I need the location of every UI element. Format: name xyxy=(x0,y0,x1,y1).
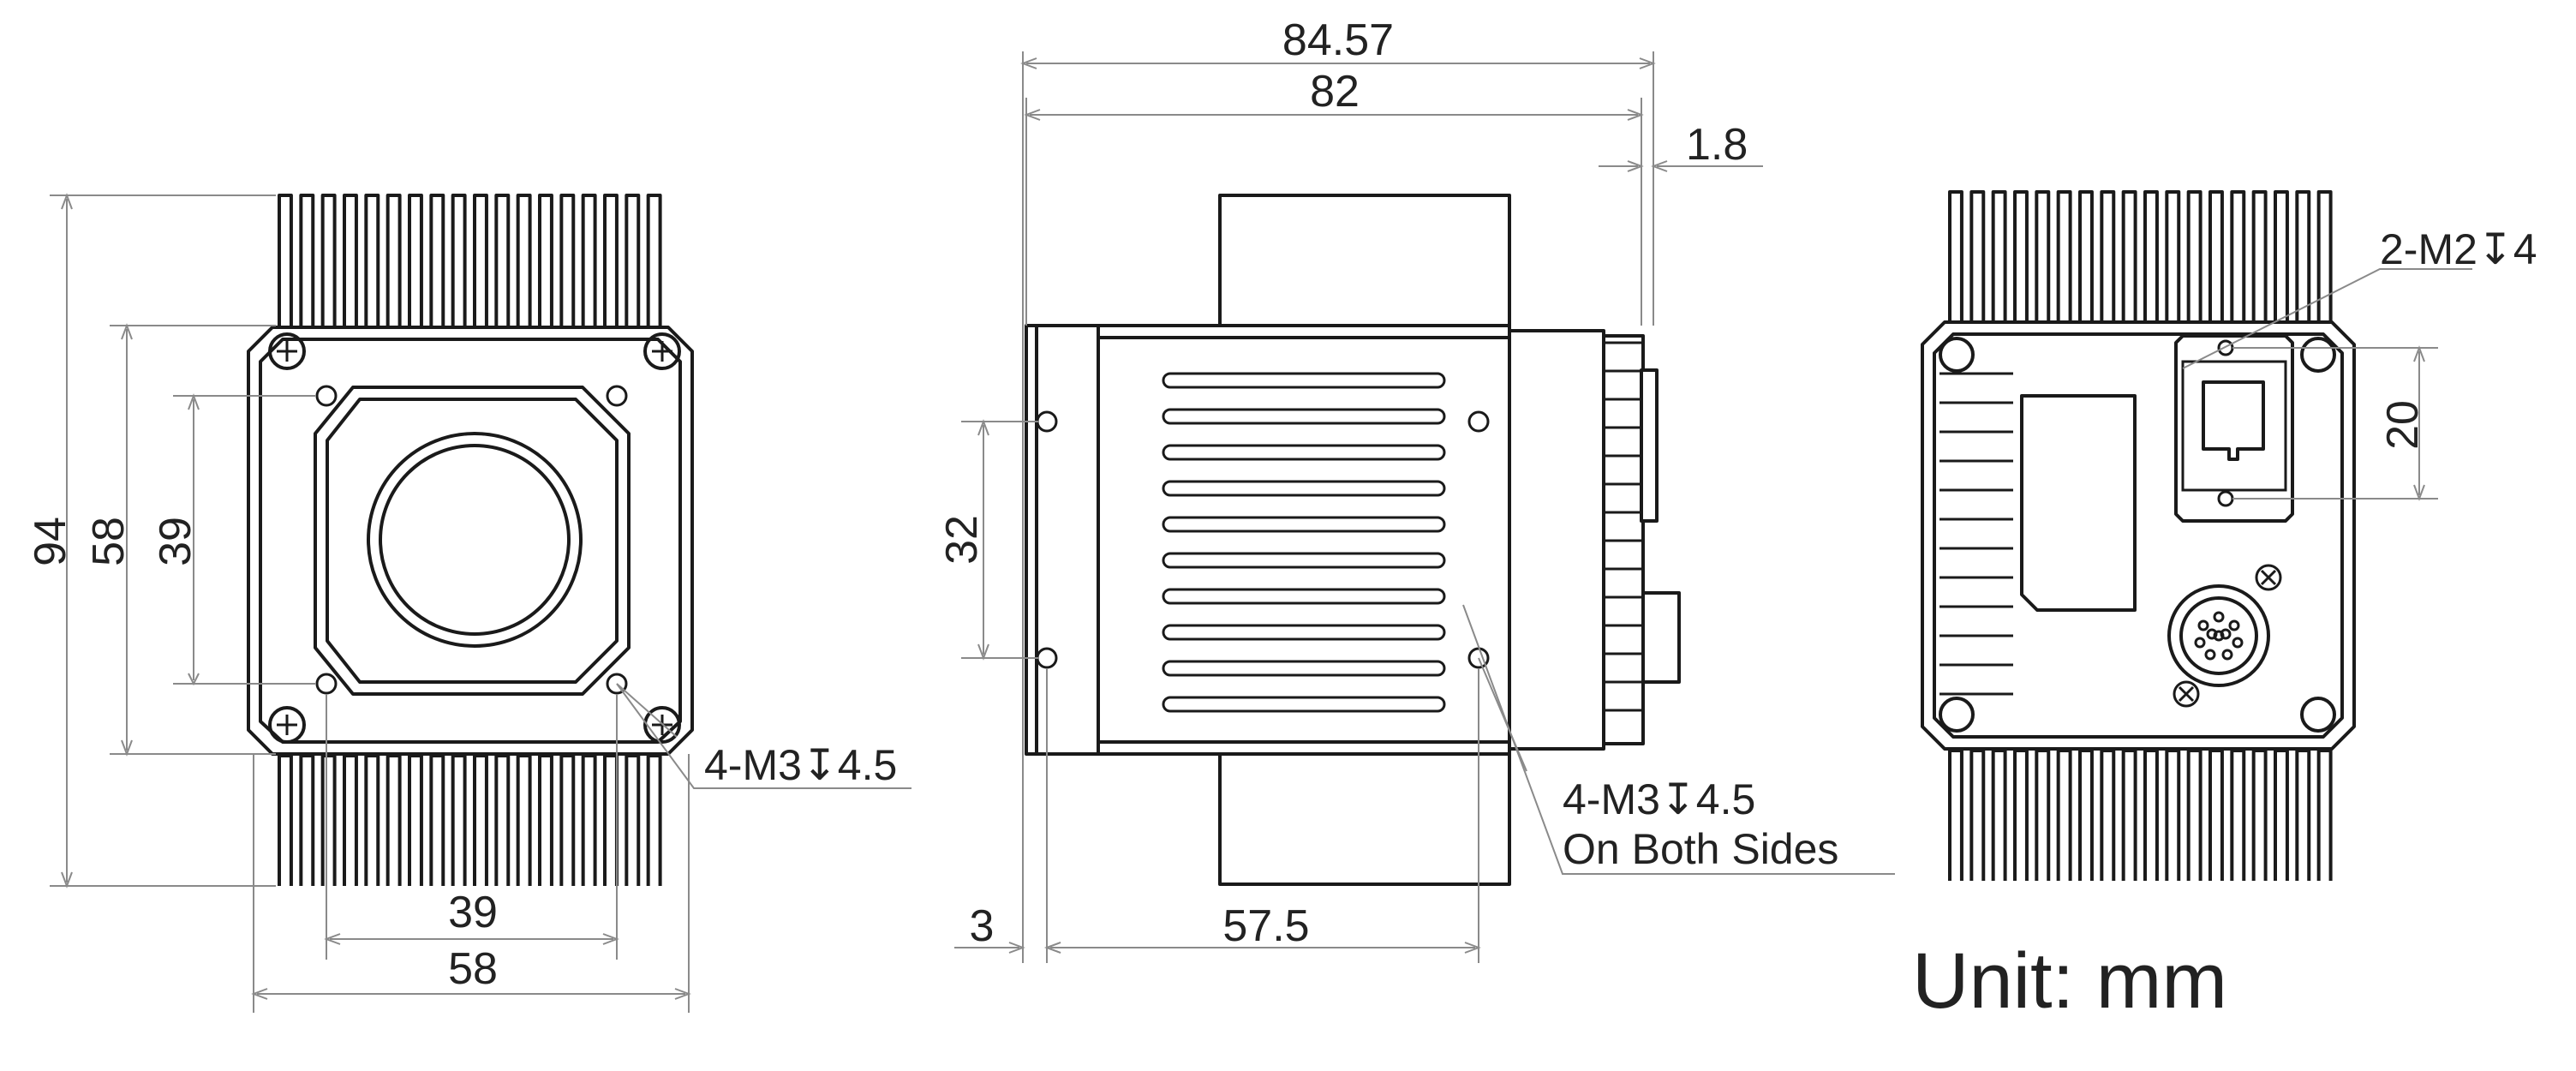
rear-corner-hole-bottom-left xyxy=(1939,697,1975,733)
rear-screw-top xyxy=(2255,564,2282,591)
rear-body-inner-outline xyxy=(1933,332,2344,739)
front-dimension-lines xyxy=(50,193,911,1013)
side-rear-connector xyxy=(1641,591,1681,684)
rear-fin-comb-top xyxy=(1948,190,2333,322)
unit-label: Unit: mm xyxy=(1912,937,2227,1025)
side-vent-slot xyxy=(1162,660,1446,677)
side-top-bracket xyxy=(1218,194,1511,327)
front-mount-hole-top-left xyxy=(315,385,338,407)
rear-ethernet-port-icon xyxy=(2202,380,2265,461)
rear-io-pin xyxy=(2213,611,2225,623)
side-view: 84.57 82 1.8 32 3 57.5 4-M3↧4.5 On Both … xyxy=(937,15,1895,963)
front-dim-width-holes: 39 xyxy=(448,888,498,937)
rear-fin-comb-bottom xyxy=(1948,749,2333,881)
side-vent-slot xyxy=(1162,444,1446,461)
rear-io-pin xyxy=(2213,630,2225,642)
front-fin-comb-bottom xyxy=(278,754,662,886)
front-mount-hole-top-right xyxy=(606,385,628,407)
rear-heatsink-top xyxy=(1948,190,2333,322)
side-dimension-lines xyxy=(954,51,1895,963)
front-dim-height-total: 94 xyxy=(26,517,75,566)
front-lens-ring-inner xyxy=(379,444,571,636)
side-main-body xyxy=(1097,324,1511,756)
front-heatsink-bottom xyxy=(278,754,662,886)
side-vent-slot xyxy=(1162,588,1446,605)
rear-label-area xyxy=(2020,394,2137,612)
rear-io-pin xyxy=(2220,628,2232,640)
rear-corner-hole-bottom-right xyxy=(2300,697,2336,733)
front-dim-height-mount: 58 xyxy=(84,517,134,566)
side-vent-slot xyxy=(1162,408,1446,425)
front-mount-hole-bottom-left xyxy=(315,673,338,695)
rear-body-outline xyxy=(1921,320,2356,751)
rear-vent-slots xyxy=(1939,372,2013,696)
rear-io-pin xyxy=(2197,619,2209,631)
side-vent-slot xyxy=(1162,372,1446,389)
side-rear-cap xyxy=(1508,329,1605,751)
front-fin-comb-top xyxy=(278,194,662,326)
front-lens-ring-outer xyxy=(367,432,583,648)
side-dim-front-offset: 3 xyxy=(970,901,995,951)
rear-io-pin xyxy=(2206,628,2218,640)
front-corner-screw-bottom-left xyxy=(268,706,306,744)
rear-view: 2-M2↧4 20 xyxy=(1921,190,2537,881)
side-dim-hole-spacing-h: 57.5 xyxy=(1222,901,1309,951)
front-thread-callout: 4-M3↧4.5 xyxy=(704,741,897,789)
rear-corner-hole-top-right xyxy=(2300,337,2336,373)
rear-dimension-lines xyxy=(2182,268,2472,501)
rear-dim-hole-spacing-v: 20 xyxy=(2378,400,2428,450)
rear-ethernet-frame xyxy=(2174,334,2294,523)
front-corner-screw-top-right xyxy=(643,332,681,370)
front-mount-hole-bottom-right xyxy=(606,673,628,695)
side-mount-hole-top-rear xyxy=(1467,410,1490,433)
side-thread-callout-line2: On Both Sides xyxy=(1563,825,1838,873)
rear-io-pin xyxy=(2221,649,2233,661)
side-thread-callout-line1: 4-M3↧4.5 xyxy=(1563,775,1755,823)
side-rear-port xyxy=(1640,368,1659,523)
side-dim-length-total: 84.57 xyxy=(1282,15,1394,65)
side-vent-slot xyxy=(1162,552,1446,569)
front-lens-mount-octagon xyxy=(314,386,631,696)
rear-io-pin xyxy=(2232,637,2244,649)
rear-io-connector-pins xyxy=(2194,611,2244,661)
side-dim-rear-offset: 1.8 xyxy=(1686,120,1748,170)
side-bottom-bracket xyxy=(1218,752,1511,886)
side-rear-ribs xyxy=(1604,341,1643,712)
rear-screw-bottom xyxy=(2173,680,2200,708)
side-vent-slot xyxy=(1162,480,1446,497)
rear-io-pin xyxy=(2194,637,2206,649)
rear-io-connector-outer xyxy=(2167,584,2270,687)
rear-corner-hole-top-left xyxy=(1939,337,1975,373)
front-corner-screw-top-left xyxy=(268,332,306,370)
front-lens-mount-octagon-inner xyxy=(326,398,619,684)
side-dim-length-body: 82 xyxy=(1310,67,1360,117)
rear-io-pin xyxy=(2228,619,2240,631)
front-heatsink-top xyxy=(278,194,662,326)
front-view: 94 58 39 39 58 4-M3↧4.5 xyxy=(26,193,911,1013)
rear-io-pin xyxy=(2204,649,2216,661)
rear-heatsink-bottom xyxy=(1948,749,2333,881)
side-vent-slot xyxy=(1162,624,1446,641)
front-dim-height-holes: 39 xyxy=(151,517,200,566)
rear-thread-callout: 2-M2↧4 xyxy=(2380,225,2537,273)
side-vent-slot xyxy=(1162,696,1446,713)
side-vent-slots xyxy=(1162,372,1446,713)
rear-io-connector-inner xyxy=(2179,596,2258,675)
side-dim-hole-spacing-v: 32 xyxy=(937,515,987,565)
rear-ethernet-recess xyxy=(2181,360,2287,492)
side-vent-slot xyxy=(1162,516,1446,533)
front-dim-width-body: 58 xyxy=(448,944,498,994)
